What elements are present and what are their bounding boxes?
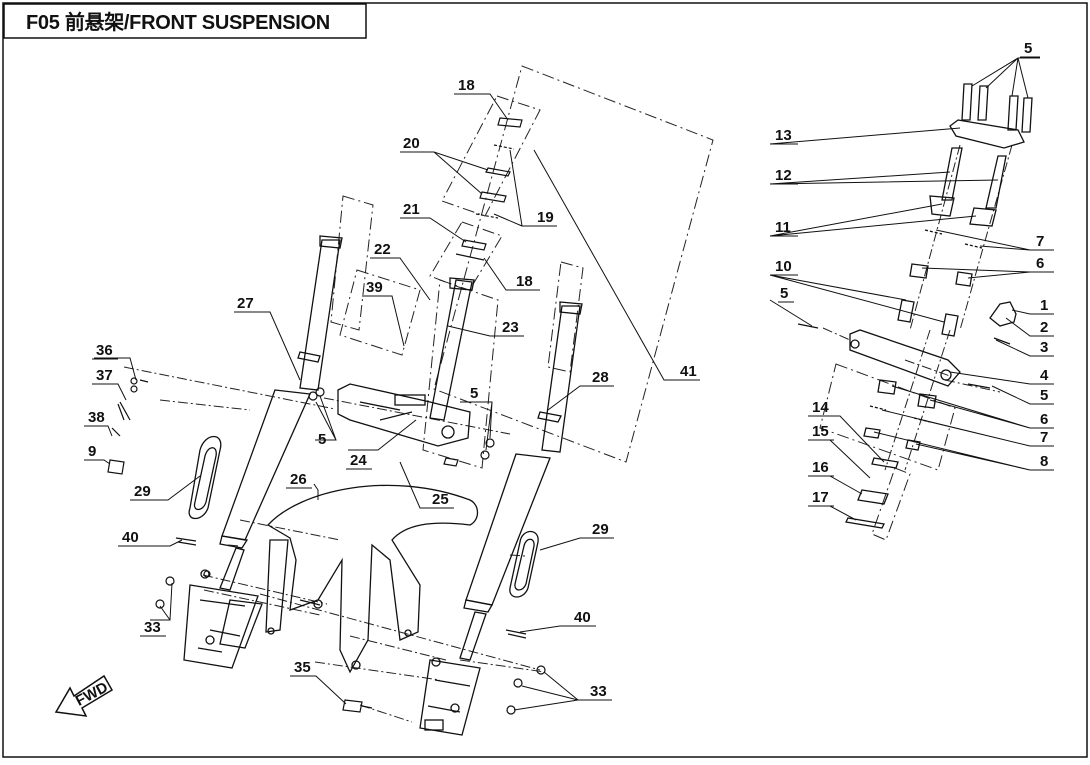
callout-16: 16 <box>812 459 829 476</box>
callout-37: 37 <box>96 367 113 384</box>
callout-36: 36 <box>96 342 113 359</box>
callout-14: 14 <box>812 399 829 416</box>
callout-20: 20 <box>403 135 420 152</box>
callout-underlines <box>84 56 1040 701</box>
callout-12: 12 <box>775 167 792 184</box>
callout-33: 33 <box>590 683 607 700</box>
callout-8: 8 <box>1040 453 1048 470</box>
callout-40: 40 <box>122 529 139 546</box>
stem-bearing-parts <box>443 117 523 467</box>
callout-6: 6 <box>1040 411 1048 428</box>
callout-35: 35 <box>294 659 311 676</box>
callout-7: 7 <box>1040 429 1048 446</box>
right-fork-leg <box>419 301 583 736</box>
callout-22: 22 <box>374 241 391 258</box>
axle-and-bolts <box>155 387 546 715</box>
callout-19: 19 <box>537 209 554 226</box>
callout-5: 5 <box>1040 387 1048 404</box>
title-block <box>3 3 367 39</box>
assembly-dashed-outlines <box>330 65 956 541</box>
callout-11: 11 <box>775 219 791 236</box>
front-fender <box>265 484 479 674</box>
callout-7: 7 <box>1036 233 1044 250</box>
callout-18: 18 <box>458 77 475 94</box>
callout-26: 26 <box>290 471 307 488</box>
axis-lines <box>123 144 1013 723</box>
callout-5: 5 <box>318 431 326 448</box>
callout-3: 3 <box>1040 339 1048 356</box>
callout-25: 25 <box>432 491 449 508</box>
callout-41: 41 <box>680 363 697 380</box>
callout-39: 39 <box>366 279 383 296</box>
left-fork-leg <box>183 235 343 669</box>
group-outline-41 <box>433 65 714 463</box>
callout-10: 10 <box>775 258 792 275</box>
callout-5: 5 <box>780 285 788 302</box>
lower-triple-clamp <box>337 277 475 447</box>
callout-1: 1 <box>1040 297 1048 314</box>
callout-27: 27 <box>237 295 254 312</box>
callout-6: 6 <box>1036 255 1044 272</box>
callout-29: 29 <box>592 521 609 538</box>
callout-5: 5 <box>1024 40 1032 57</box>
right-upper-clamp-assembly <box>797 83 1033 529</box>
callout-28: 28 <box>592 369 609 386</box>
callout-18: 18 <box>516 273 533 290</box>
leader-lines <box>86 57 1054 711</box>
callout-24: 24 <box>350 452 367 469</box>
callout-15: 15 <box>812 423 829 440</box>
callout-13: 13 <box>775 127 792 144</box>
page-title: F05 前悬架/FRONT SUSPENSION <box>26 12 330 34</box>
callout-9: 9 <box>88 443 96 460</box>
callout-4: 4 <box>1040 367 1049 384</box>
reflectors <box>188 435 539 598</box>
callout-23: 23 <box>502 319 519 336</box>
callout-40: 40 <box>574 609 591 626</box>
fwd-arrow: FWD <box>54 674 114 717</box>
callout-17: 17 <box>812 489 829 506</box>
callout-33: 33 <box>144 619 161 636</box>
callout-38: 38 <box>88 409 105 426</box>
callout-labels: 5 13 12 11 7 10 6 5 1 2 3 4 5 6 7 8 14 1… <box>88 40 1049 700</box>
callout-21: 21 <box>403 201 420 218</box>
small-left-parts <box>107 377 149 475</box>
callout-29: 29 <box>134 483 151 500</box>
callout-5: 5 <box>470 385 478 402</box>
callout-2: 2 <box>1040 319 1048 336</box>
